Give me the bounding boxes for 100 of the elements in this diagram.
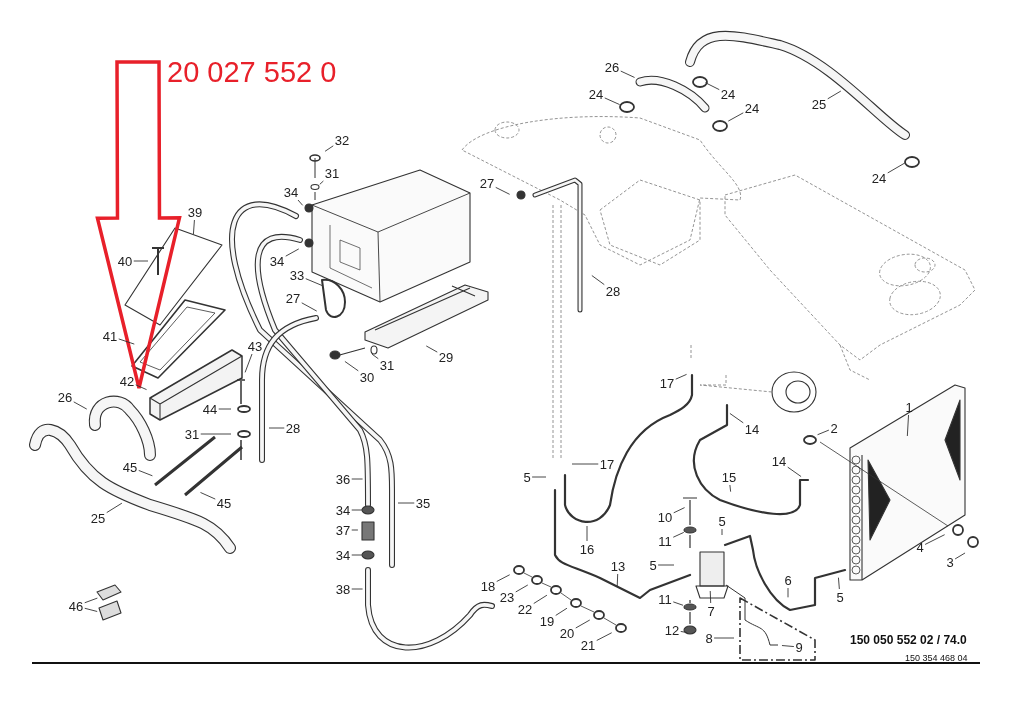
leader-line: [496, 574, 511, 582]
callout-number: 24: [744, 101, 760, 115]
callout-number: 13: [610, 559, 626, 573]
sheet-number: 150 354 468 04: [905, 654, 968, 663]
leader-line: [817, 429, 830, 436]
leader-line: [106, 502, 123, 514]
leader-line: [924, 534, 946, 545]
callout-number: 38: [335, 582, 351, 596]
block-arrow: [95, 60, 182, 390]
leader-line: [672, 531, 685, 538]
callout-number: 34: [269, 254, 285, 268]
callout-number: 2: [830, 421, 838, 435]
leader-line: [200, 433, 232, 435]
leader-line: [575, 619, 591, 629]
leader-line: [218, 408, 232, 410]
part-number: 20 027 552 0: [167, 57, 337, 87]
callout-number: 6: [784, 573, 792, 587]
leader-line: [305, 278, 323, 287]
callout-number: 44: [202, 402, 218, 416]
callout-number: 3: [946, 555, 954, 569]
leader-line: [827, 90, 842, 100]
callout-number: 35: [415, 496, 431, 510]
callout-number: 5: [523, 470, 531, 484]
callout-number: 27: [285, 291, 301, 305]
callout-number: 11: [658, 592, 672, 606]
callout-number: 22: [517, 602, 533, 616]
leader-line: [73, 401, 88, 410]
callout-number: 14: [744, 422, 760, 436]
callout-number: 39: [187, 205, 203, 219]
leader-line: [118, 338, 135, 345]
leader-line: [954, 552, 966, 560]
callout-number: 5: [718, 514, 726, 528]
callout-number: 21: [580, 638, 596, 652]
callout-number: 28: [285, 421, 301, 435]
callout-number: 18: [480, 579, 496, 593]
callout-number: 27: [479, 176, 495, 190]
leader-line: [604, 97, 620, 105]
leader-line: [351, 554, 363, 556]
callout-number: 1: [905, 400, 913, 414]
callout-number: 20: [559, 626, 575, 640]
callout-number: 11: [658, 534, 672, 548]
callout-number: 19: [539, 614, 555, 628]
leader-line: [787, 587, 789, 598]
leader-line: [787, 466, 802, 477]
leader-line: [729, 413, 744, 424]
callout-number: 23: [499, 590, 515, 604]
callout-number: 8: [705, 631, 713, 645]
callout-number: 26: [604, 60, 620, 74]
callout-number: 32: [334, 133, 350, 147]
leader-line: [397, 502, 415, 504]
leader-line: [727, 112, 744, 122]
callout-number: 17: [599, 457, 615, 471]
leader-line: [84, 597, 98, 604]
callout-number: 29: [438, 350, 454, 364]
callout-number: 28: [605, 284, 621, 298]
callout-number: 17: [659, 376, 675, 390]
callout-number: 25: [811, 97, 827, 111]
leader-line: [351, 588, 364, 590]
leader-line: [193, 219, 195, 235]
leader-line: [672, 601, 684, 606]
leader-line: [351, 478, 364, 480]
leader-line: [351, 529, 359, 531]
leader-line: [133, 260, 149, 262]
leader-line: [887, 162, 906, 174]
leader-line: [533, 594, 548, 604]
leader-line: [704, 82, 720, 91]
leader-line: [531, 476, 547, 478]
leader-line: [906, 414, 909, 437]
leader-line: [680, 631, 688, 633]
callout-number: 31: [184, 427, 200, 441]
leader-line: [555, 607, 568, 616]
callout-number: 42: [119, 374, 135, 388]
callout-number: 9: [795, 640, 803, 654]
leader-line: [729, 484, 732, 493]
callout-number: 34: [335, 503, 351, 517]
callout-number: 41: [102, 329, 118, 343]
leader-line: [620, 70, 635, 78]
leader-line: [319, 180, 324, 185]
leader-line: [596, 632, 613, 641]
leader-line: [713, 637, 735, 639]
callout-number: 34: [283, 185, 299, 199]
callout-number: 15: [721, 470, 737, 484]
leader-line: [495, 186, 511, 195]
callout-number: 43: [247, 339, 263, 353]
leader-line: [515, 584, 529, 593]
callout-number: 31: [379, 358, 395, 372]
leader-line: [285, 248, 300, 257]
callout-number: 24: [871, 171, 887, 185]
leader-line: [244, 353, 253, 373]
callout-number: 7: [707, 604, 715, 618]
leader-line: [675, 373, 688, 380]
callout-number: 10: [657, 510, 673, 524]
callout-number: 5: [649, 558, 657, 572]
leader-line: [586, 525, 588, 542]
callout-number: 34: [335, 548, 351, 562]
leader-line: [344, 361, 359, 372]
drawing-number: 150 050 552 02 / 74.0: [850, 634, 967, 646]
leader-line: [781, 645, 795, 647]
callout-number: 24: [588, 87, 604, 101]
leader-line: [591, 275, 605, 286]
